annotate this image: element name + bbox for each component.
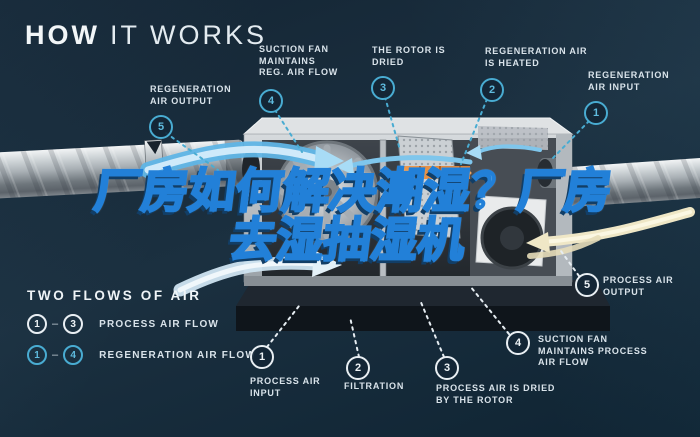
- callout-label-regeneration-3: THE ROTOR IS DRIED: [372, 45, 446, 67]
- callout-num-regeneration-1: 1: [584, 101, 608, 125]
- callout-label-process-5: PROCESS AIR OUTPUT: [603, 275, 674, 297]
- headline-line1: 厂房如何解决潮湿？厂房: [90, 163, 616, 221]
- callout-num-regeneration-3: 3: [371, 76, 395, 100]
- legend-row-process: 1 – 3 PROCESS AIR FLOW: [27, 314, 256, 334]
- cyan-arrowhead: [314, 146, 344, 174]
- callout-num-process-1: 1: [250, 345, 274, 369]
- callout-num-process-3: 3: [435, 356, 459, 380]
- headline-line2: 去湿抽湿机: [225, 212, 469, 270]
- callout-num-process-5: 5: [575, 273, 599, 297]
- legend-dash: –: [52, 349, 59, 361]
- callout-label-regeneration-1: REGENERATION AIR INPUT: [588, 70, 670, 92]
- legend-title: TWO FLOWS OF AIR: [27, 288, 202, 303]
- legend-circle-to: 4: [63, 345, 84, 365]
- title-bold: HOW: [25, 20, 100, 50]
- legend-label-process: PROCESS AIR FLOW: [99, 318, 220, 330]
- callout-label-process-4: SUCTION FAN MAINTAINS PROCESS AIR FLOW: [538, 334, 648, 368]
- callout-label-regeneration-5: REGENERATION AIR OUTPUT: [150, 84, 232, 106]
- callout-num-regeneration-2: 2: [480, 78, 504, 102]
- headline: 厂房如何解决潮湿？厂房 去湿抽湿机: [0, 163, 700, 270]
- legend: TWO FLOWS OF AIR 1 – 3 PROCESS AIR FLOW …: [27, 288, 256, 365]
- flow-arrows: [140, 141, 695, 297]
- machine-base: [236, 280, 610, 331]
- callout-label-regeneration-2: REGENERATION AIR IS HEATED: [485, 46, 588, 68]
- rotor: [397, 135, 461, 239]
- legend-circle-to: 3: [63, 314, 84, 334]
- legend-circle-from: 1: [27, 314, 47, 334]
- legend-circle-from: 1: [27, 345, 47, 365]
- callout-num-process-2: 2: [346, 356, 370, 380]
- legend-dash: –: [52, 318, 59, 330]
- callout-label-regeneration-4: SUCTION FAN MAINTAINS REG. AIR FLOW: [259, 44, 339, 78]
- page-title: HOW IT WORKS: [25, 20, 267, 51]
- callout-lines: [165, 96, 590, 358]
- callout-label-process-2: FILTRATION: [344, 381, 405, 391]
- title-light: IT WORKS: [109, 20, 267, 50]
- legend-row-regeneration: 1 – 4 REGENERATION AIR FLOW: [27, 345, 256, 365]
- callout-label-process-3: PROCESS AIR IS DRIED BY THE ROTOR: [436, 383, 556, 405]
- callout-num-regeneration-5: 5: [149, 115, 173, 139]
- callout-label-process-1: PROCESS AIR INPUT: [250, 376, 321, 398]
- callout-num-regeneration-4: 4: [259, 89, 283, 113]
- callout-num-process-4: 4: [506, 331, 530, 355]
- legend-label-regeneration: REGENERATION AIR FLOW: [99, 349, 256, 361]
